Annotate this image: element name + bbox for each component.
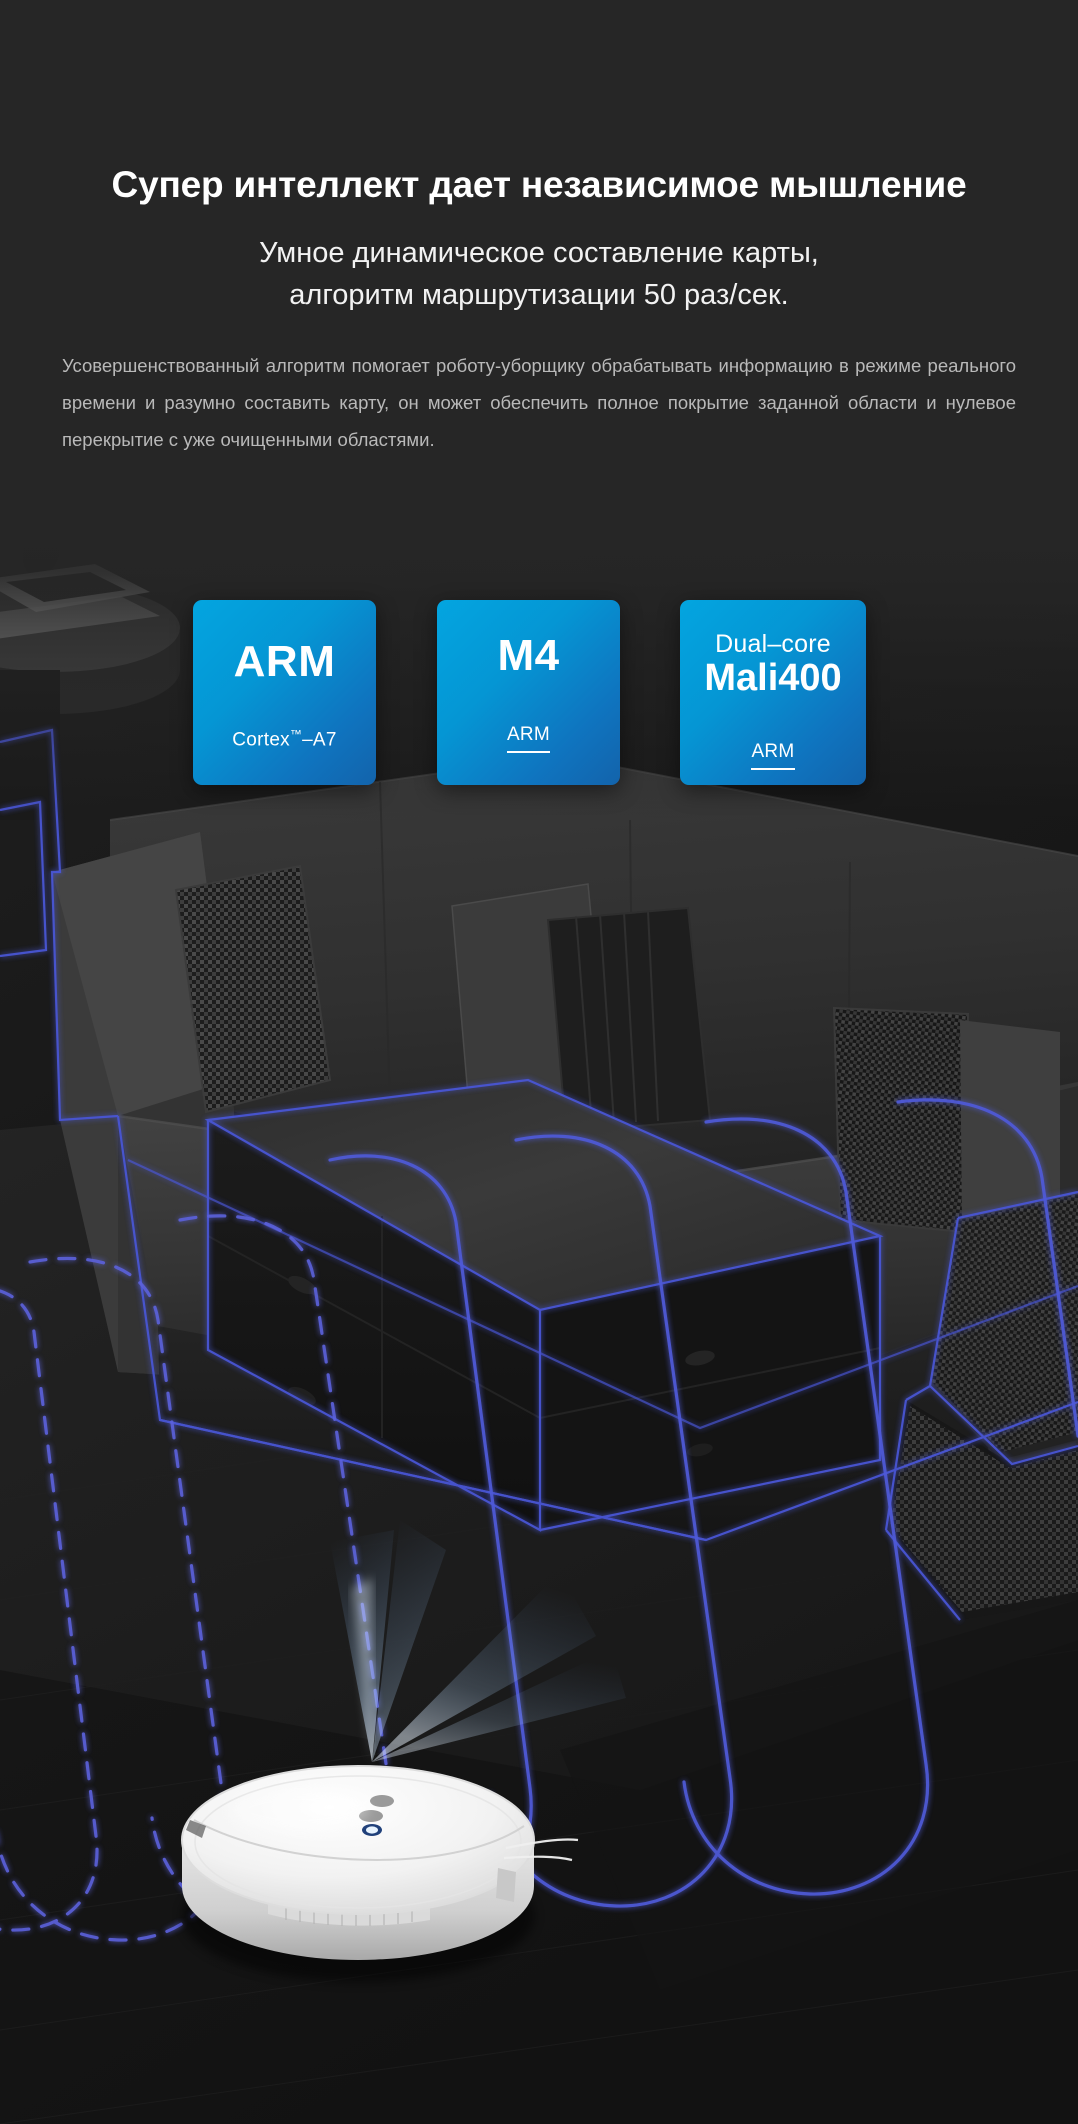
chip-sub-label: Cortex™–A7 — [232, 728, 337, 751]
subtitle-line-2: алгоритм маршрутизации 50 раз/сек. — [289, 278, 789, 311]
chip-sub-suffix: –A7 — [302, 729, 337, 751]
chip-sub-text: Cortex — [232, 729, 290, 751]
copy-block: Супер интеллект дает независимое мышлени… — [0, 0, 1078, 459]
lidar-beams — [330, 1520, 626, 1762]
chip-badge-m4-arm[interactable]: M4 ARM — [437, 600, 620, 785]
chip-sub-label: ARM — [506, 724, 551, 753]
chip-badge-dualcore-mali400[interactable]: Dual–core Mali400 ARM — [680, 600, 866, 785]
chip-badge-arm-cortex-a7[interactable]: ARM Cortex™–A7 — [193, 600, 376, 785]
floor-shadow — [560, 1600, 1078, 1990]
trademark-symbol: ™ — [289, 727, 303, 741]
description-paragraph: Усовершенствованный алгоритм помогает ро… — [62, 354, 1016, 451]
robot-vacuum — [181, 1765, 579, 1982]
pillows — [174, 864, 1060, 1236]
chip-main-label: ARM — [233, 636, 336, 686]
chip-main-label: Mali400 — [704, 657, 842, 700]
ottoman — [886, 1192, 1078, 1620]
coffee-table — [207, 1080, 881, 1530]
chip-sub-label: ARM — [751, 741, 795, 771]
subtitle-line-1: Умное динамическое составление карты, — [259, 237, 819, 270]
chip-main-label: M4 — [497, 631, 560, 680]
page-title: Супер интеллект дает независимое мышлени… — [111, 164, 967, 205]
chip-top-label: Dual–core — [715, 629, 831, 658]
subtitle: Умное динамическое составление карты, ал… — [0, 233, 1078, 315]
